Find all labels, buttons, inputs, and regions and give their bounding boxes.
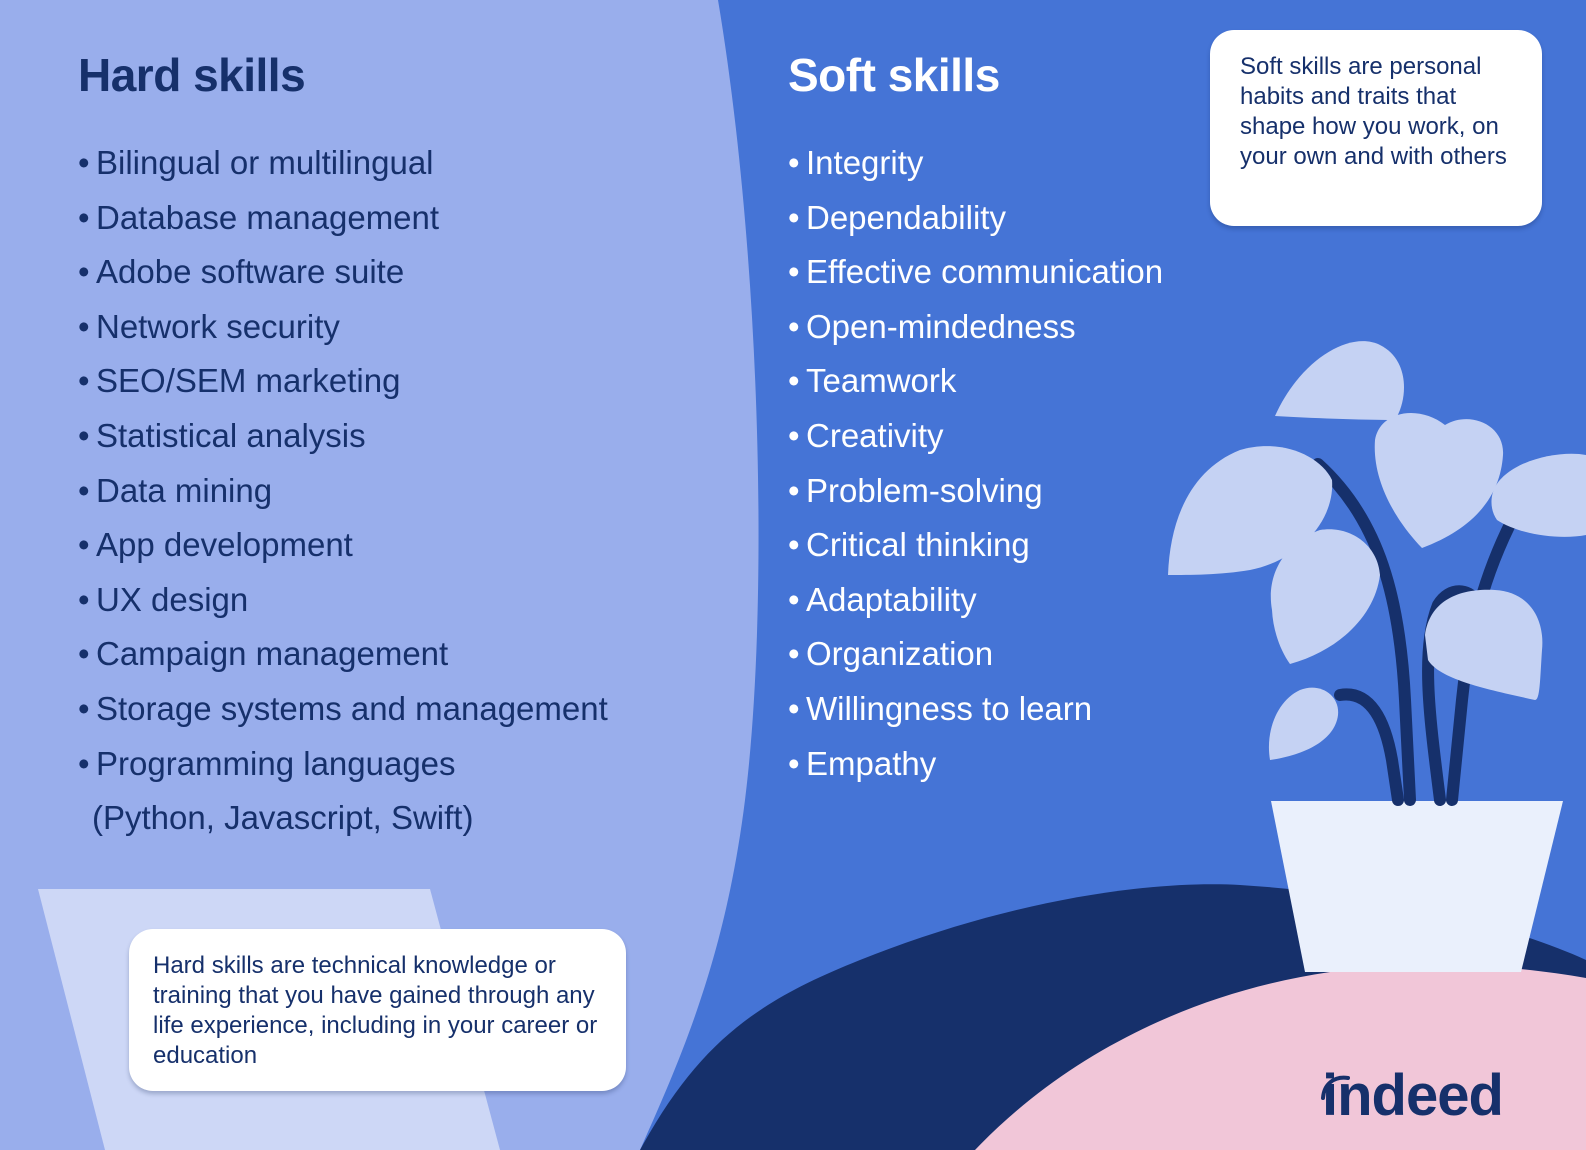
hard-skills-list: •Bilingual or multilingual •Database man… [78, 136, 718, 846]
list-item: •Data mining [78, 471, 273, 509]
list-item: •Creativity [788, 416, 944, 454]
soft-skills-title: Soft skills [788, 49, 1000, 101]
plant-leaves-icon [1168, 341, 1586, 760]
list-item: •Open-mindedness [788, 307, 1076, 345]
list-item: •Network security [78, 307, 340, 345]
list-item: •Campaign management [78, 635, 449, 673]
hard-skills-definition-callout: Hard skills are technical knowledge or t… [129, 929, 626, 1091]
pink-table [975, 964, 1586, 1150]
list-item: •Programming languages [78, 744, 456, 782]
list-item: •Teamwork [788, 362, 957, 400]
list-item: •Statistical analysis [78, 416, 366, 454]
list-item: •Willingness to learn [788, 689, 1093, 727]
list-item: •Critical thinking [788, 526, 1030, 564]
hard-skills-panel [0, 0, 759, 1150]
indeed-logo: indeed [1322, 1063, 1504, 1128]
indeed-logo-arc-icon [1321, 1075, 1350, 1100]
list-item: •Effective communication [788, 253, 1164, 291]
list-item: •App development [78, 526, 353, 564]
list-item: •UX design [78, 580, 249, 618]
list-item: •Dependability [788, 198, 1006, 236]
plant-pot-icon [1271, 801, 1563, 972]
list-item: •Adaptability [788, 580, 977, 618]
soft-skills-definition-callout: Soft skills are personal habits and trai… [1210, 30, 1542, 226]
list-item-continuation: (Python, Javascript, Swift) [92, 799, 474, 837]
list-item: •Problem-solving [788, 471, 1043, 509]
list-item: •Adobe software suite [78, 253, 405, 291]
hard-skills-title: Hard skills [78, 49, 306, 101]
list-item: •Integrity [788, 144, 924, 181]
list-item: •Bilingual or multilingual [78, 144, 434, 181]
list-item: •Storage systems and management [78, 689, 608, 727]
soft-skills-list: •Integrity •Dependability •Effective com… [788, 136, 1248, 791]
list-item: •Empathy [788, 744, 937, 782]
list-item: •SEO/SEM marketing [78, 362, 401, 400]
list-item: •Database management [78, 198, 440, 236]
list-item: •Organization [788, 635, 994, 673]
